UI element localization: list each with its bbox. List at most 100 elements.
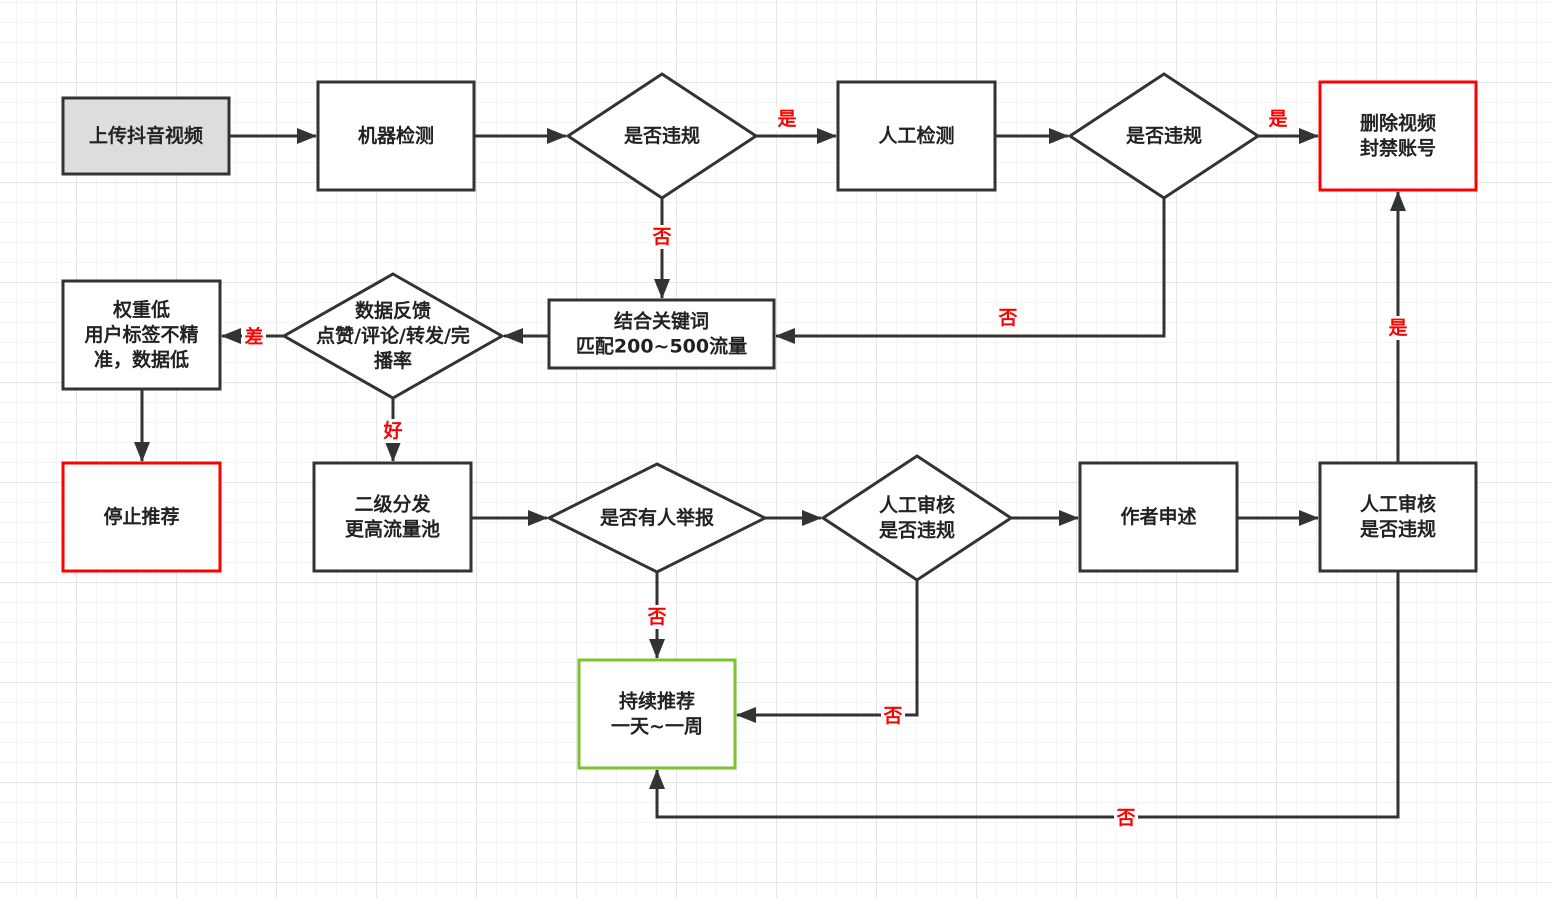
decision-diamond bbox=[820, 454, 1014, 582]
edge-label-bg bbox=[645, 605, 669, 629]
node-keyword-match[interactable]: 结合关键词匹配200~500流量 bbox=[547, 298, 776, 370]
edge-label-violation2-to-keyword: 否 bbox=[997, 307, 1017, 329]
node-delete-ban[interactable]: 删除视频封禁账号 bbox=[1318, 80, 1478, 192]
node-machine-check[interactable]: 机器检测 bbox=[316, 80, 476, 192]
process-box bbox=[61, 96, 231, 176]
node-label-line: 播率 bbox=[374, 349, 412, 372]
edge-label-feedback-to-secondary: 好 bbox=[382, 419, 402, 442]
process-box bbox=[836, 80, 997, 192]
edge-label-bg bbox=[996, 306, 1020, 330]
edge-review2-to-keep bbox=[649, 571, 1400, 819]
node-secondary-dist[interactable]: 二级分发更高流量池 bbox=[312, 461, 473, 573]
node-label-line: 人工审核 bbox=[879, 494, 955, 517]
node-label-line: 是否违规 bbox=[879, 519, 955, 542]
process-box bbox=[1318, 80, 1478, 192]
node-label: 二级分发更高流量池 bbox=[345, 493, 440, 541]
node-stop-recommend[interactable]: 停止推荐 bbox=[61, 461, 222, 573]
decision-diamond bbox=[280, 272, 506, 400]
node-label-line: 用户标签不精 bbox=[84, 323, 198, 346]
node-label-line: 人工检测 bbox=[878, 124, 954, 147]
decision-diamond bbox=[1067, 72, 1261, 200]
node-label-line: 匹配200~500流量 bbox=[576, 335, 747, 358]
edge-label-review2-to-delete: 是 bbox=[1388, 317, 1407, 339]
node-label-line: 权重低 bbox=[112, 298, 170, 321]
edge-review1-to-keep bbox=[736, 580, 919, 723]
node-label-line: 二级分发 bbox=[354, 493, 431, 516]
node-label-line: 是否违规 bbox=[1360, 518, 1436, 541]
node-data-feedback[interactable]: 数据反馈点赞/评论/转发/完播率 bbox=[280, 272, 506, 400]
edge-label-violation1-to-keyword: 否 bbox=[651, 226, 671, 248]
decision-diamond bbox=[565, 72, 759, 200]
node-label: 删除视频封禁账号 bbox=[1360, 112, 1436, 160]
node-label-line: 更高流量池 bbox=[345, 518, 440, 541]
node-label: 人工审核是否违规 bbox=[1360, 493, 1436, 541]
process-box bbox=[61, 279, 222, 391]
nodes: 上传抖音视频机器检测是否违规人工检测是否违规删除视频封禁账号结合关键词匹配200… bbox=[61, 72, 1478, 770]
process-box bbox=[1318, 461, 1478, 573]
node-reported[interactable]: 是否有人举报 bbox=[545, 462, 769, 574]
edge-label-bg bbox=[1114, 806, 1138, 830]
node-label-line: 结合关键词 bbox=[614, 310, 709, 333]
node-label-line: 是否有人举报 bbox=[600, 506, 714, 529]
node-upload[interactable]: 上传抖音视频 bbox=[61, 96, 231, 176]
node-low-weight[interactable]: 权重低用户标签不精准，数据低 bbox=[61, 279, 222, 391]
edge-label-bg bbox=[242, 325, 266, 349]
node-label: 机器检测 bbox=[358, 124, 434, 147]
decision-diamond bbox=[545, 462, 769, 574]
node-label: 结合关键词匹配200~500流量 bbox=[576, 310, 747, 358]
edge-label-review1-to-keep: 否 bbox=[882, 705, 902, 727]
edge-label-bg bbox=[381, 419, 405, 443]
node-label: 是否违规 bbox=[1126, 124, 1202, 147]
node-label-line: 作者申述 bbox=[1120, 505, 1196, 528]
node-label-line: 机器检测 bbox=[358, 124, 434, 147]
node-label-line: 准，数据低 bbox=[94, 348, 189, 371]
node-violation-2[interactable]: 是否违规 bbox=[1067, 72, 1261, 200]
process-box bbox=[577, 658, 737, 770]
node-label-line: 上传抖音视频 bbox=[89, 124, 203, 147]
node-label-line: 数据反馈 bbox=[355, 299, 431, 322]
edge-label-reported-to-keep: 否 bbox=[646, 606, 666, 628]
node-author-appeal[interactable]: 作者申述 bbox=[1078, 461, 1239, 573]
node-label-line: 一天~一周 bbox=[611, 716, 703, 738]
node-label: 人工检测 bbox=[878, 124, 954, 147]
node-label-line: 删除视频 bbox=[1360, 112, 1436, 135]
edge-label-bg bbox=[1266, 107, 1290, 131]
node-manual-review-1[interactable]: 人工审核是否违规 bbox=[820, 454, 1014, 582]
node-label-line: 持续推荐 bbox=[619, 690, 695, 713]
node-label: 是否有人举报 bbox=[600, 506, 714, 529]
node-label: 上传抖音视频 bbox=[89, 124, 203, 147]
node-label: 停止推荐 bbox=[103, 505, 179, 528]
process-box bbox=[1078, 461, 1239, 573]
node-label-line: 封禁账号 bbox=[1360, 137, 1436, 160]
node-label: 权重低用户标签不精准，数据低 bbox=[84, 298, 198, 371]
edge-label-bg bbox=[775, 107, 799, 131]
process-box bbox=[316, 80, 476, 192]
edge-label-feedback-to-low: 差 bbox=[244, 325, 263, 348]
node-manual-review-2[interactable]: 人工审核是否违规 bbox=[1318, 461, 1478, 573]
edge-label-bg bbox=[881, 704, 905, 728]
edge-label-violation1-to-manual: 是 bbox=[777, 108, 796, 130]
process-box bbox=[547, 298, 776, 370]
node-label: 人工审核是否违规 bbox=[879, 494, 955, 542]
node-violation-1[interactable]: 是否违规 bbox=[565, 72, 759, 200]
edge-label-bg bbox=[1386, 316, 1410, 340]
node-manual-check[interactable]: 人工检测 bbox=[836, 80, 997, 192]
process-box bbox=[312, 461, 473, 573]
node-label-line: 人工审核 bbox=[1360, 493, 1436, 516]
node-label-line: 是否违规 bbox=[624, 124, 700, 147]
node-label: 持续推荐一天~一周 bbox=[611, 690, 703, 738]
node-label: 是否违规 bbox=[624, 124, 700, 147]
node-label: 作者申述 bbox=[1120, 505, 1196, 528]
edge-violation2-to-keyword bbox=[775, 198, 1166, 344]
edge-label-violation2-to-delete: 是 bbox=[1268, 108, 1287, 130]
node-label: 数据反馈点赞/评论/转发/完播率 bbox=[316, 299, 470, 372]
edge-label-review2-to-keep: 否 bbox=[1115, 807, 1135, 829]
node-label-line: 是否违规 bbox=[1126, 124, 1202, 147]
node-label-line: 停止推荐 bbox=[103, 505, 179, 528]
node-label-line: 点赞/评论/转发/完 bbox=[316, 324, 470, 347]
node-keep-recommend[interactable]: 持续推荐一天~一周 bbox=[577, 658, 737, 770]
edge-label-bg bbox=[650, 225, 674, 249]
process-box bbox=[61, 461, 222, 573]
